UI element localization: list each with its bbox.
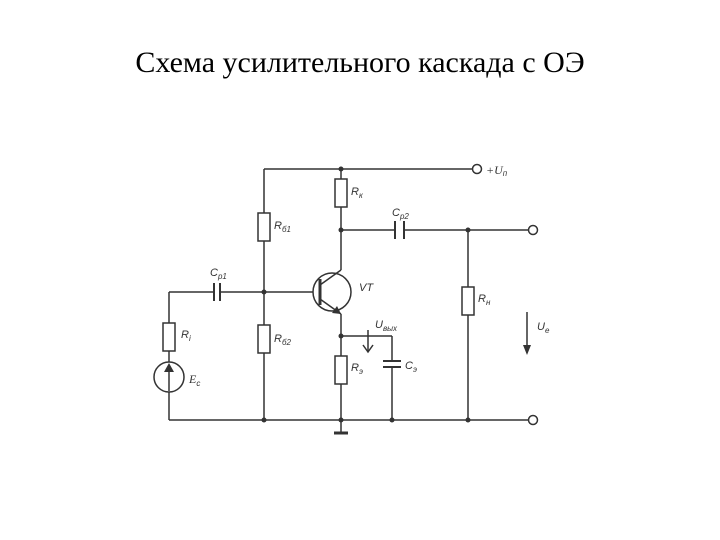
label-rb1: Rб1 — [274, 220, 291, 234]
label-re: Rэ — [351, 362, 363, 376]
label-supply: +Uп — [486, 163, 508, 178]
label-vt: VT — [359, 282, 374, 294]
label-uvyh: Uвых — [375, 319, 398, 333]
capacitor-cp1 — [213, 283, 221, 301]
label-ce: Cэ — [405, 360, 417, 374]
capacitor-cp2 — [394, 221, 405, 239]
resistor-rn — [461, 286, 475, 316]
label-rn: Rн — [478, 293, 491, 307]
label-cp2: Cр2 — [392, 207, 409, 221]
label-ue: Uе — [537, 321, 550, 335]
junction-dots — [261, 166, 471, 423]
output-terminal-top — [527, 224, 539, 236]
label-rb2: Rб2 — [274, 333, 291, 347]
capacitor-ce — [383, 360, 401, 368]
label-rk: Rк — [351, 186, 364, 200]
resistor-ri — [162, 322, 176, 352]
output-terminal-bottom — [527, 414, 539, 426]
label-ri: Ri — [181, 329, 191, 343]
label-ec: Ec — [188, 372, 200, 388]
resistor-rk — [334, 178, 348, 208]
uvyh-arrow — [362, 330, 374, 354]
resistor-rb1 — [257, 212, 271, 242]
supply-terminal — [471, 163, 483, 175]
transistor-vt — [312, 266, 352, 318]
slide-title: Схема усилительного каскада с ОЭ — [135, 46, 585, 79]
label-cp1: Cр1 — [210, 267, 227, 281]
ue-arrow — [523, 312, 531, 355]
resistor-rb2 — [257, 324, 271, 354]
resistor-re — [334, 355, 348, 385]
wires — [168, 168, 529, 432]
signal-source-ec — [153, 361, 185, 393]
